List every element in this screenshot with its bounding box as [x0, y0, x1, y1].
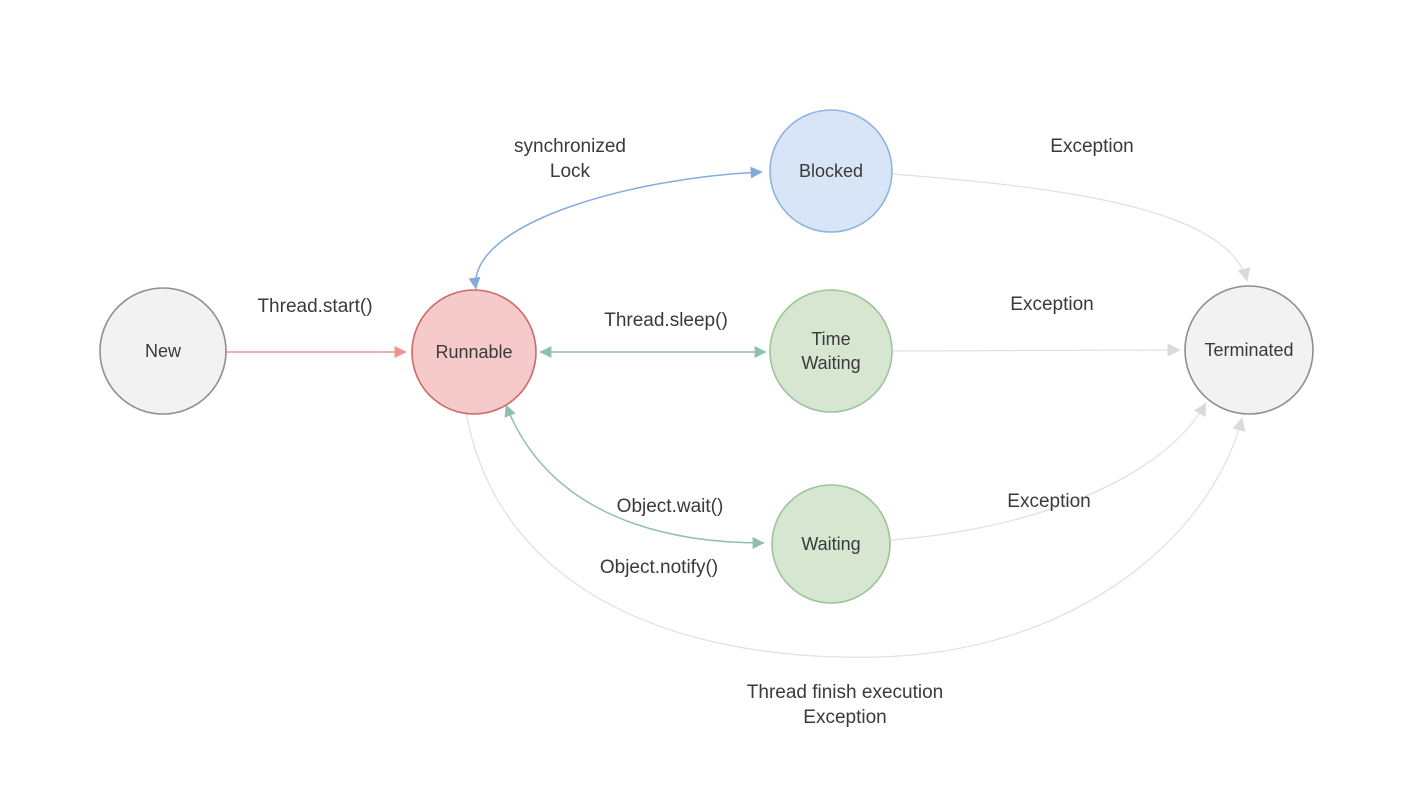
node-new-label: New	[145, 341, 182, 361]
label-object-wait: Object.wait()	[617, 496, 724, 517]
label-synchronized: synchronized	[514, 136, 626, 157]
edge-synchronized-lock	[468, 166, 763, 290]
label-thread-finish: Thread finish execution	[747, 682, 943, 703]
edge-exception-time-waiting	[892, 343, 1181, 357]
edge-object-wait-notify	[504, 404, 765, 549]
node-time-waiting: Time Waiting	[769, 289, 893, 413]
edge-exception-waiting	[890, 402, 1207, 541]
node-runnable: Runnable	[411, 289, 537, 415]
node-new: New	[99, 287, 227, 415]
node-runnable-label: Runnable	[435, 342, 512, 362]
label-thread-sleep: Thread.sleep()	[604, 310, 728, 331]
label-object-notify: Object.notify()	[600, 557, 718, 578]
label-exception-blocked: Exception	[1050, 136, 1133, 157]
node-terminated: Terminated	[1184, 285, 1314, 415]
node-terminated-label: Terminated	[1204, 340, 1293, 360]
label-exception-waiting: Exception	[1007, 491, 1090, 512]
node-waiting: Waiting	[771, 484, 891, 604]
label-thread-finish-exception: Exception	[803, 707, 886, 728]
node-time-waiting-label-line2: Waiting	[801, 353, 860, 373]
edge-exception-blocked	[892, 173, 1251, 282]
node-blocked: Blocked	[769, 109, 893, 233]
label-lock: Lock	[550, 161, 591, 182]
node-time-waiting-label-line1: Time	[811, 329, 850, 349]
label-thread-start: Thread.start()	[257, 296, 372, 317]
edge-thread-finish	[465, 411, 1246, 658]
label-exception-time-waiting: Exception	[1010, 294, 1093, 315]
node-blocked-label: Blocked	[799, 161, 863, 181]
node-waiting-label: Waiting	[801, 534, 860, 554]
